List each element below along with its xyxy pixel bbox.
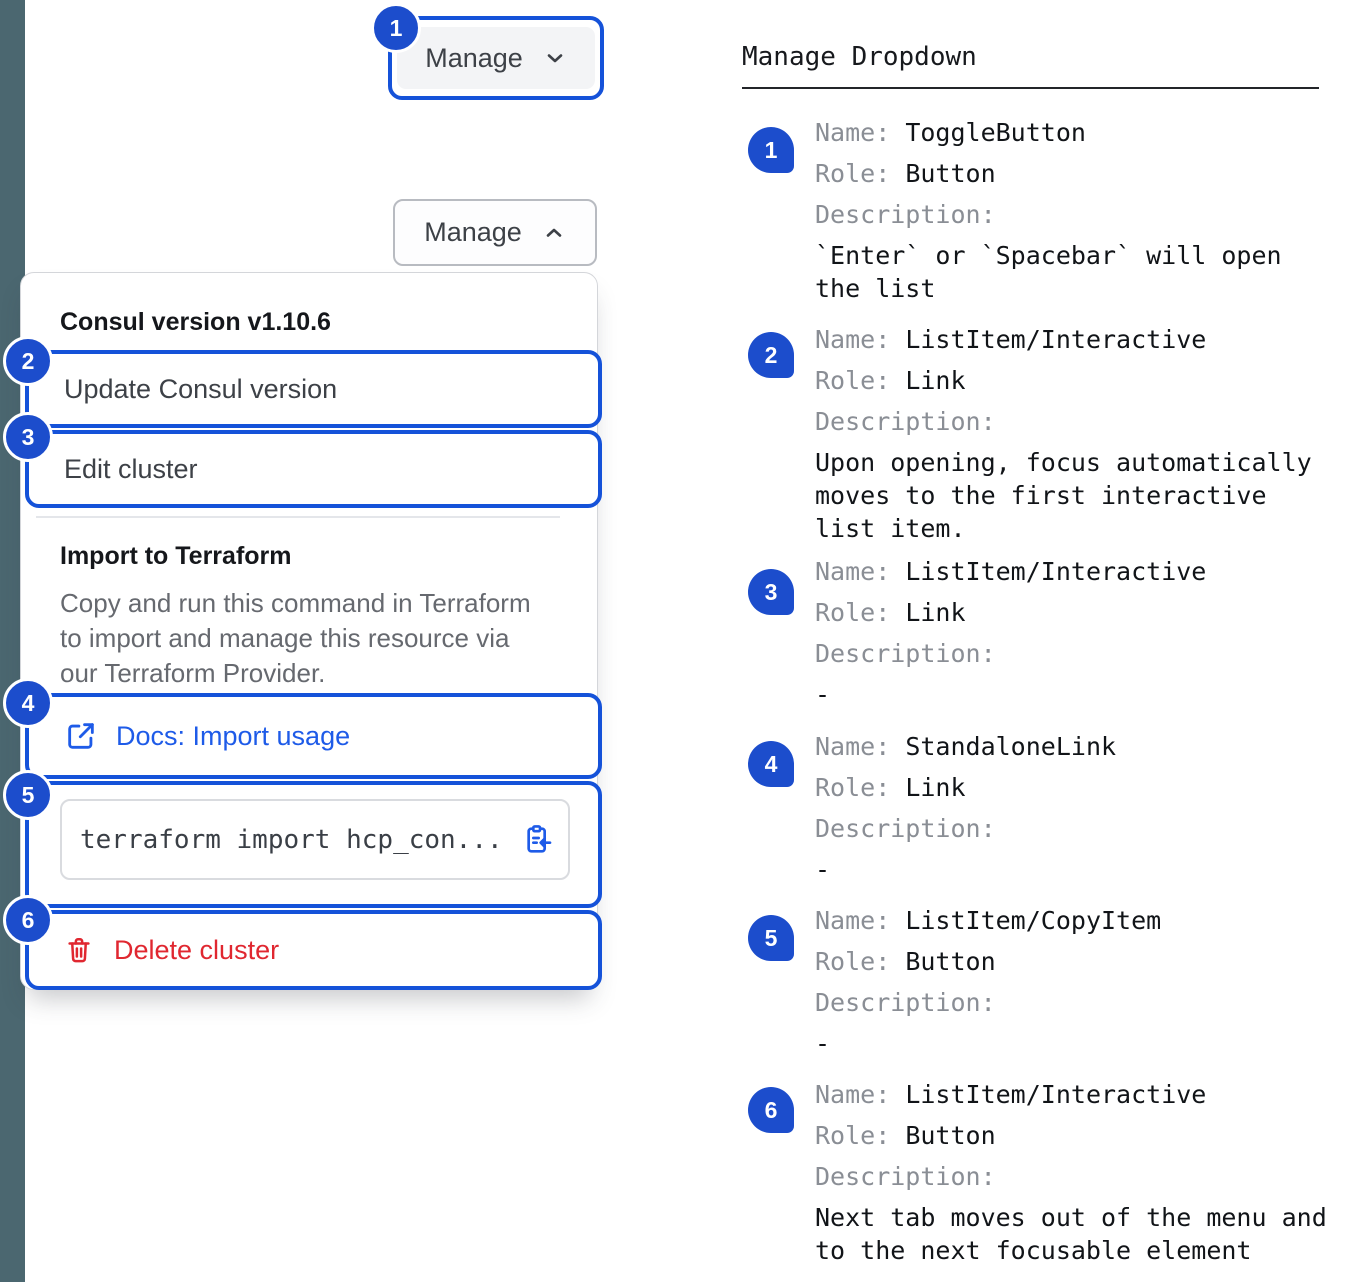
annotations-title: Manage Dropdown — [742, 42, 977, 72]
clipboard-copy-icon[interactable] — [522, 824, 554, 856]
role-label: Role: — [815, 773, 891, 802]
external-link-icon — [64, 719, 98, 753]
role-value: Link — [905, 598, 966, 627]
role-value: Button — [905, 947, 996, 976]
name-value: ListItem/CopyItem — [905, 906, 1162, 935]
annotations-rule — [742, 87, 1319, 89]
terraform-command-copy-button[interactable]: terraform import hcp_con... — [60, 799, 570, 880]
description-value: - — [815, 1029, 831, 1058]
annotation-badge-3: 3 — [3, 412, 53, 462]
manage-toggle-label: Manage — [424, 217, 522, 247]
legend-badge-4: 4 — [748, 741, 794, 787]
annotation-entry: Name: ListItem/Interactive Role: Link De… — [815, 323, 1355, 545]
name-label: Name: — [815, 325, 891, 354]
annotation-entry: Name: ListItem/Interactive Role: Button … — [815, 1078, 1355, 1267]
menu-item-update-consul-version[interactable]: Update Consul version — [25, 350, 602, 428]
annotation-badge-2: 2 — [3, 336, 53, 386]
name-value: ListItem/Interactive — [905, 325, 1207, 354]
description-value: Next tab moves out of the menu and to th… — [815, 1203, 1327, 1265]
legend-badge-2: 2 — [748, 332, 794, 378]
description-label: Description: — [815, 1162, 996, 1191]
description-label: Description: — [815, 639, 996, 668]
legend-badge-1: 1 — [748, 127, 794, 173]
name-value: ListItem/Interactive — [905, 557, 1207, 586]
role-value: Link — [905, 366, 966, 395]
name-value: ToggleButton — [905, 118, 1086, 147]
legend-badge-5: 5 — [748, 915, 794, 961]
description-value: Upon opening, focus automatically moves … — [815, 448, 1312, 543]
chevron-up-icon — [542, 221, 566, 245]
annotation-entry: Name: ListItem/Interactive Role: Link De… — [815, 555, 1355, 711]
legend-badge-6: 6 — [748, 1087, 794, 1133]
menu-item-label: Update Consul version — [64, 373, 338, 404]
annotation-badge-6: 6 — [3, 895, 53, 945]
role-value: Button — [905, 1121, 996, 1150]
manage-toggle-label: Manage — [425, 42, 523, 73]
name-label: Name: — [815, 557, 891, 586]
role-label: Role: — [815, 366, 891, 395]
delete-cluster-label: Delete cluster — [114, 934, 280, 965]
menu-item-label: Edit cluster — [64, 453, 198, 484]
role-label: Role: — [815, 1121, 891, 1150]
terraform-command-text: terraform import hcp_con... — [80, 824, 503, 855]
trash-icon — [64, 935, 94, 965]
description-label: Description: — [815, 988, 996, 1017]
annotation-badge-4: 4 — [3, 678, 53, 728]
annotation-entry: Name: StandaloneLink Role: Link Descript… — [815, 730, 1355, 886]
docs-import-usage-link[interactable]: Docs: Import usage — [25, 693, 602, 779]
import-description-text: Copy and run this command in Terraform t… — [60, 588, 531, 688]
description-value: `Enter` or `Spacebar` will open the list — [815, 241, 1282, 303]
role-label: Role: — [815, 159, 891, 188]
name-value: ListItem/Interactive — [905, 1080, 1207, 1109]
annotation-entry: Name: ListItem/CopyItem Role: Button Des… — [815, 904, 1355, 1060]
manage-toggle-button-expanded[interactable]: Manage — [393, 199, 597, 266]
legend-badge-3: 3 — [748, 569, 794, 615]
chevron-down-icon — [543, 46, 567, 70]
menu-divider — [36, 516, 560, 518]
description-label: Description: — [815, 200, 996, 229]
manage-toggle-focus-ring: Manage — [388, 16, 604, 100]
name-label: Name: — [815, 118, 891, 147]
name-label: Name: — [815, 906, 891, 935]
description-label: Description: — [815, 814, 996, 843]
role-label: Role: — [815, 598, 891, 627]
name-value: StandaloneLink — [905, 732, 1117, 761]
consul-version-label: Consul version v1.10.6 — [60, 308, 331, 336]
menu-item-edit-cluster[interactable]: Edit cluster — [25, 430, 602, 508]
name-label: Name: — [815, 732, 891, 761]
annotation-entry: Name: ToggleButton Role: Button Descript… — [815, 116, 1355, 305]
import-to-terraform-title: Import to Terraform — [60, 542, 292, 570]
docs-link-label: Docs: Import usage — [116, 720, 351, 751]
name-label: Name: — [815, 1080, 891, 1109]
role-value: Button — [905, 159, 996, 188]
manage-toggle-button[interactable]: Manage — [397, 27, 595, 89]
role-value: Link — [905, 773, 966, 802]
description-value: - — [815, 855, 831, 884]
description-label: Description: — [815, 407, 996, 436]
annotation-badge-5: 5 — [3, 770, 53, 820]
annotation-badge-1: 1 — [371, 3, 421, 53]
menu-item-delete-cluster[interactable]: Delete cluster — [25, 910, 602, 990]
description-value: - — [815, 680, 831, 709]
role-label: Role: — [815, 947, 891, 976]
